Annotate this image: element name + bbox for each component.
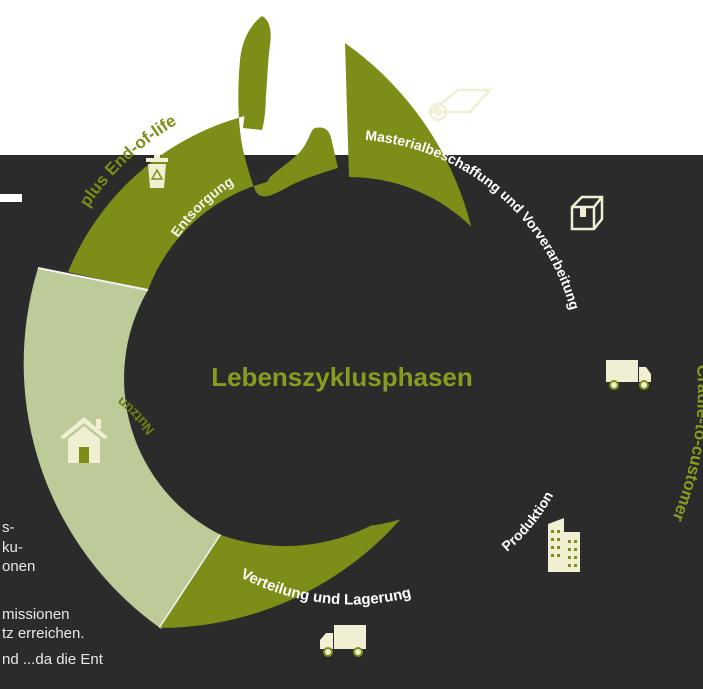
recycle-bin-icon — [146, 155, 168, 188]
nutzung-segment — [23, 268, 221, 628]
end-of-life-arc — [68, 16, 338, 290]
background-text: s- ku- onen missionen tz erreichen. nd .… — [2, 519, 104, 668]
background-text-line: missionen — [2, 606, 70, 623]
center-title: Lebenszyklusphasen — [211, 362, 473, 392]
center-circle — [174, 177, 524, 527]
background-text-line: nd ...da die Ent — [2, 651, 104, 668]
delivery-truck-icon — [320, 625, 366, 657]
background-text-line: tz erreichen. — [2, 625, 85, 642]
background-text-line: s- — [2, 519, 15, 536]
background-text-line: ku- — [2, 539, 23, 556]
segment-divider — [37, 267, 149, 291]
heading-underline — [0, 194, 22, 202]
raw-material-roll-icon — [426, 88, 493, 122]
end-of-life-tail — [243, 62, 266, 130]
factory-building-icon — [548, 518, 580, 572]
background-text-line: onen — [2, 558, 35, 575]
delivery-truck-icon — [606, 360, 651, 390]
package-box-icon — [570, 195, 604, 231]
house-icon — [60, 417, 108, 463]
